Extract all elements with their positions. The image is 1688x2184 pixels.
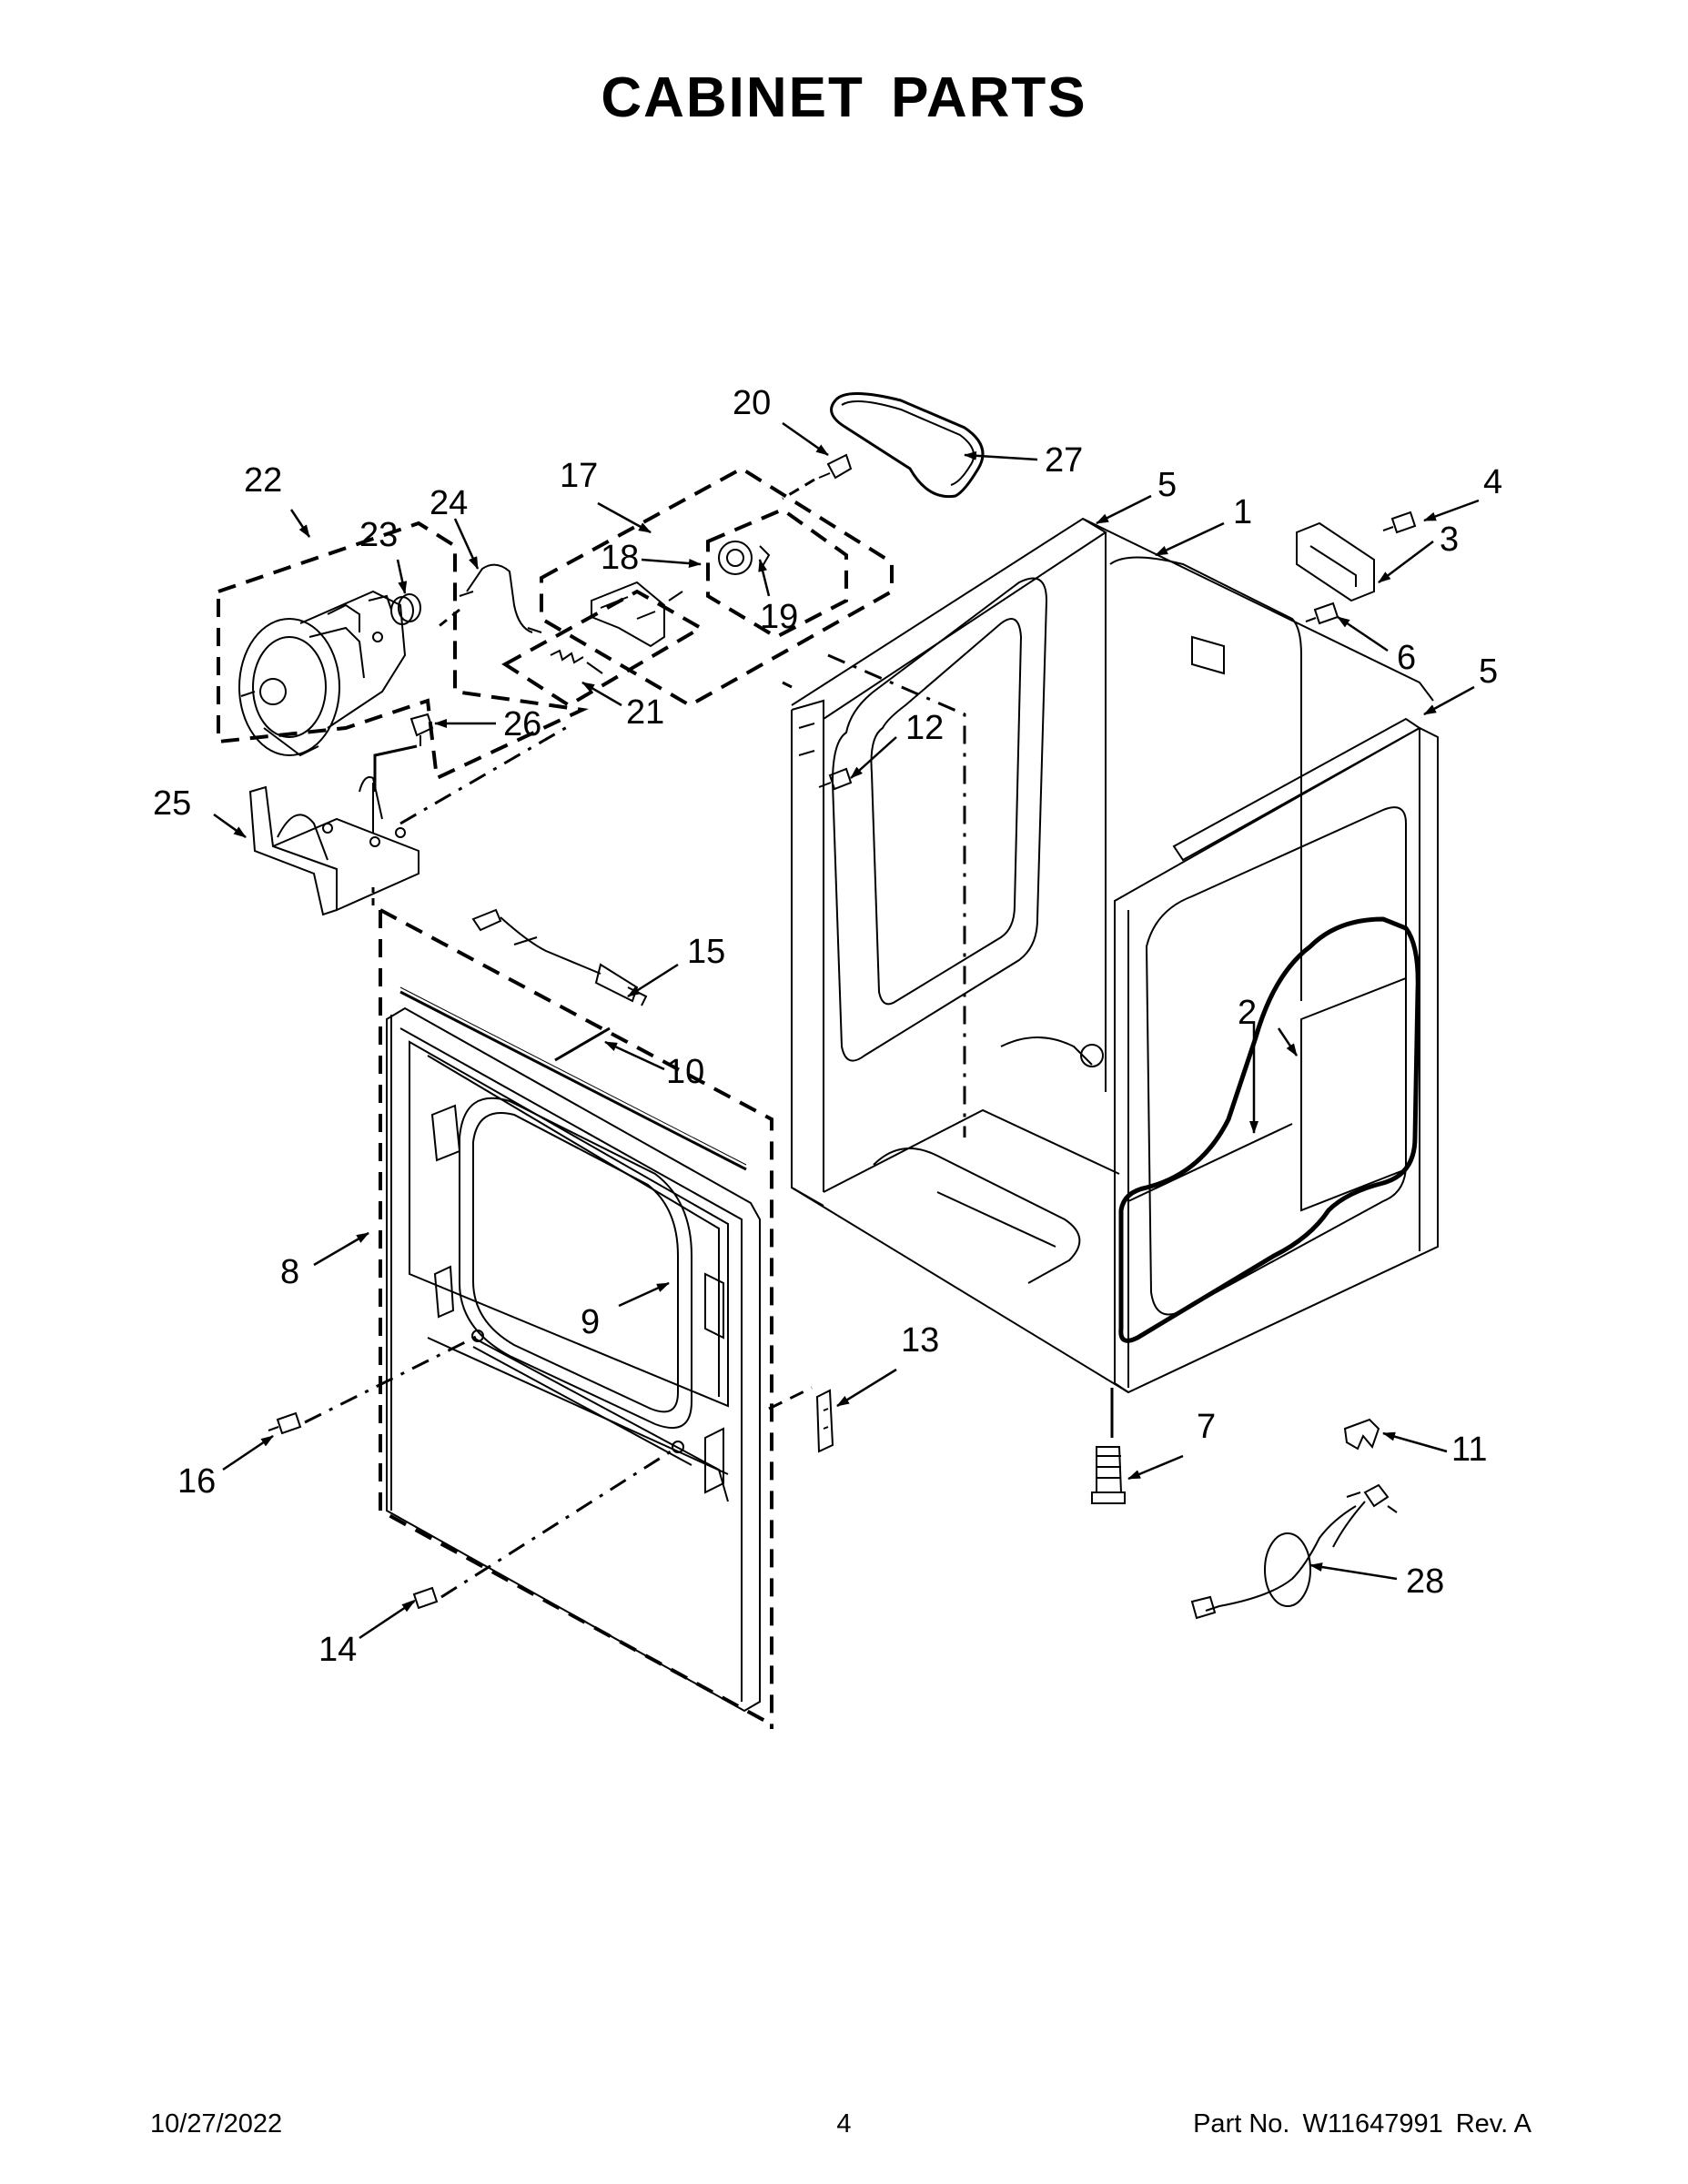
motor-group-outline [217, 521, 589, 781]
callout-13: 13 [901, 1321, 939, 1360]
drive-motor [238, 590, 407, 757]
callout-16: 16 [177, 1462, 216, 1501]
power-cord-28 [1190, 1483, 1398, 1620]
footer-revision: Rev. A [1455, 2109, 1531, 2138]
front-panel-group-outline [379, 908, 773, 1729]
callout-19: 19 [760, 598, 798, 636]
callout-1: 1 [1233, 493, 1252, 531]
callout-8: 8 [280, 1253, 299, 1291]
callout-15: 15 [687, 933, 725, 971]
hinge-13 [815, 1389, 834, 1453]
callout-25: 25 [153, 784, 191, 823]
callout-12: 12 [905, 709, 944, 747]
callout-28: 28 [1406, 1562, 1444, 1601]
belt [830, 392, 985, 499]
callout-5a: 5 [1157, 466, 1177, 504]
callout-14: 14 [318, 1631, 357, 1669]
screw-16 [268, 1411, 302, 1435]
callout-22: 22 [244, 461, 282, 500]
front-seal-strip [399, 990, 747, 1171]
screw-6 [1305, 602, 1339, 625]
leveling-leg-7 [1091, 1446, 1126, 1504]
callout-labels: 1 2 3 4 5 5 6 7 8 9 10 11 12 13 14 15 16… [153, 384, 1502, 1669]
footer-date: 10/27/2022 [150, 2109, 283, 2138]
callout-20: 20 [733, 384, 771, 422]
screw-4 [1382, 511, 1417, 534]
callout-23: 23 [359, 516, 398, 554]
footer-part-label: Part No. [1193, 2109, 1290, 2138]
footer-part-number-value: W11647991 [1302, 2109, 1443, 2138]
callout-2: 2 [1238, 994, 1257, 1032]
wire-harness-15 [471, 908, 648, 1006]
callout-6: 6 [1397, 639, 1416, 677]
leader-arrows [213, 421, 1480, 1640]
bracket-group-outline [501, 466, 894, 708]
front-panel [386, 1006, 761, 1713]
motor-mount [248, 776, 419, 916]
callout-5b: 5 [1479, 652, 1498, 691]
callout-21: 21 [626, 693, 664, 732]
clip-11 [1343, 1418, 1380, 1451]
footer-part-number: Part No. W11647991 Rev. A [1180, 2109, 1531, 2139]
callout-7: 7 [1197, 1408, 1216, 1446]
callout-11: 11 [1451, 1431, 1487, 1469]
callout-17: 17 [560, 457, 598, 495]
callout-27: 27 [1045, 441, 1083, 480]
callout-9: 9 [581, 1303, 600, 1341]
callout-10: 10 [666, 1053, 704, 1091]
cabinet [791, 517, 1439, 1394]
belt-inner [841, 400, 975, 486]
callout-18: 18 [601, 539, 639, 577]
screw-20 [818, 453, 853, 480]
part-26-screw [409, 713, 434, 746]
callout-3: 3 [1440, 521, 1459, 559]
callout-26: 26 [503, 705, 541, 743]
callout-24: 24 [430, 484, 468, 522]
footer-page-number: 4 [836, 2109, 852, 2138]
page-title: CABINET PARTS [601, 66, 1087, 129]
part-24-clip [459, 563, 542, 633]
insulation-outline [1118, 916, 1420, 1343]
bracket-3 [1296, 521, 1375, 602]
screw-12 [818, 767, 853, 791]
part-23-coupler [390, 593, 421, 625]
callout-4: 4 [1483, 463, 1502, 501]
